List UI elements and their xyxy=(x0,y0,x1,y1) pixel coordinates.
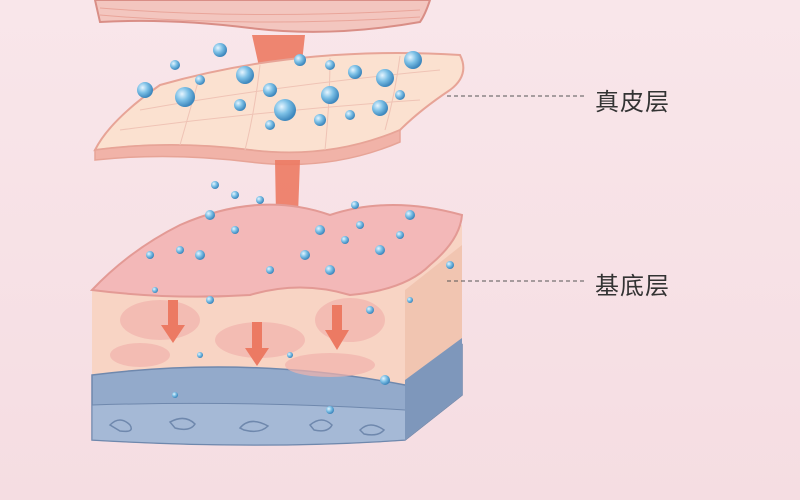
water-droplet xyxy=(404,51,422,69)
water-droplet xyxy=(294,54,306,66)
water-droplet xyxy=(396,231,404,239)
arrow-down-icon xyxy=(245,322,269,366)
water-droplet xyxy=(195,250,205,260)
water-droplet xyxy=(314,114,326,126)
skin-block xyxy=(89,203,464,446)
water-droplet xyxy=(395,90,405,100)
basal-label: 基底层 xyxy=(595,272,670,300)
water-droplet xyxy=(137,82,153,98)
water-droplets-dermis xyxy=(137,43,422,130)
water-droplet xyxy=(172,392,178,398)
water-droplet xyxy=(407,297,413,303)
water-droplet xyxy=(405,210,415,220)
small-arrows xyxy=(161,300,349,366)
water-droplet xyxy=(380,375,390,385)
water-droplet xyxy=(351,201,359,209)
water-droplet xyxy=(263,83,277,97)
water-droplet xyxy=(321,86,339,104)
water-droplet xyxy=(274,99,296,121)
water-droplet xyxy=(146,251,154,259)
water-droplet xyxy=(372,100,388,116)
water-droplet xyxy=(315,225,325,235)
water-droplet xyxy=(152,287,158,293)
water-droplet xyxy=(213,43,227,57)
dermis-label: 真皮层 xyxy=(595,88,670,116)
water-droplet xyxy=(325,265,335,275)
water-droplet xyxy=(326,406,334,414)
water-droplet xyxy=(175,87,195,107)
arrow-down-icon xyxy=(325,305,349,350)
water-droplet xyxy=(197,352,203,358)
water-droplet xyxy=(325,60,335,70)
water-droplet xyxy=(265,120,275,130)
water-droplet xyxy=(205,210,215,220)
water-droplet xyxy=(170,60,180,70)
water-droplet xyxy=(231,226,239,234)
water-droplet xyxy=(345,110,355,120)
water-droplet xyxy=(266,266,274,274)
water-droplet xyxy=(446,261,454,269)
water-droplet xyxy=(375,245,385,255)
water-droplet xyxy=(236,66,254,84)
water-droplet xyxy=(256,196,264,204)
water-droplet xyxy=(341,236,349,244)
water-droplet xyxy=(356,221,364,229)
water-droplet xyxy=(366,306,374,314)
arrow-down-icon xyxy=(161,300,185,343)
water-droplet xyxy=(348,65,362,79)
epidermis-layer xyxy=(93,0,432,33)
water-droplets-basal xyxy=(146,181,454,414)
water-droplet xyxy=(206,296,214,304)
water-droplet xyxy=(234,99,246,111)
water-droplet xyxy=(231,191,239,199)
water-droplet xyxy=(176,246,184,254)
water-droplet xyxy=(195,75,205,85)
water-droplet xyxy=(376,69,394,87)
water-droplet xyxy=(300,250,310,260)
water-droplet xyxy=(211,181,219,189)
water-droplet xyxy=(287,352,293,358)
